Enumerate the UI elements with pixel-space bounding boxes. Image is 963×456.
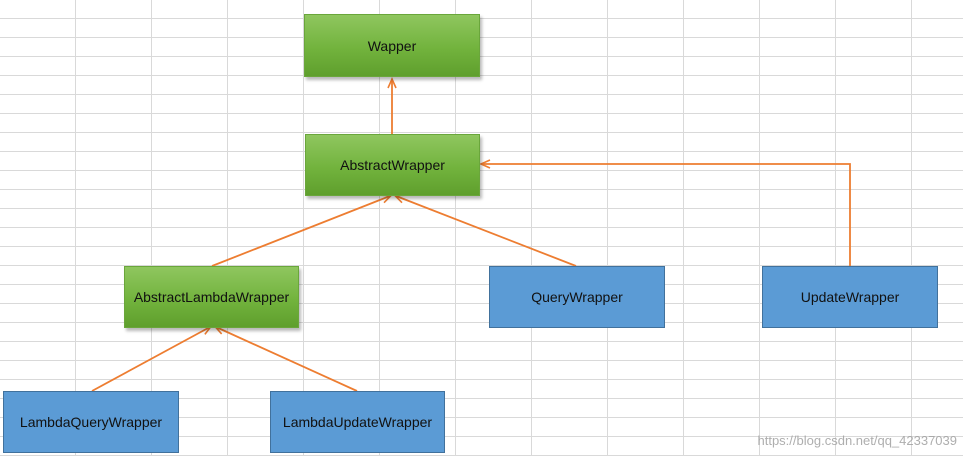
watermark: https://blog.csdn.net/qq_42337039 — [757, 433, 958, 448]
lambda-update-wrapper-label: LambdaUpdateWrapper — [282, 414, 433, 430]
abstract-wrapper-node: AbstractWrapper — [305, 134, 480, 196]
abstract-lambda-wrapper-node: AbstractLambdaWrapper — [124, 266, 299, 328]
update-wrapper-node: UpdateWrapper — [762, 266, 938, 328]
lambda-query-wrapper-node: LambdaQueryWrapper — [3, 391, 179, 453]
abstract-lambda-wrapper-label: AbstractLambdaWrapper — [133, 289, 290, 305]
wapper-node: Wapper — [304, 14, 480, 77]
arrow-lambdaupdatewrapper-to-abstractlambdawrapper — [213, 325, 358, 392]
lambda-query-wrapper-label: LambdaQueryWrapper — [19, 414, 163, 430]
arrow-lambdaquerywrapper-to-abstractlambdawrapper — [91, 325, 213, 392]
wapper-label: Wapper — [367, 37, 417, 54]
arrow-updatewrapper-to-abstractwrapper — [479, 159, 851, 266]
update-wrapper-label: UpdateWrapper — [800, 289, 900, 305]
abstract-wrapper-label: AbstractWrapper — [340, 157, 445, 173]
query-wrapper-node: QueryWrapper — [489, 266, 665, 328]
lambda-update-wrapper-node: LambdaUpdateWrapper — [270, 391, 445, 453]
arrow-querywrapper-to-abstractwrapper — [393, 194, 577, 267]
query-wrapper-label: QueryWrapper — [531, 289, 623, 305]
arrow-abstractlambdawrapper-to-abstractwrapper — [211, 194, 393, 267]
